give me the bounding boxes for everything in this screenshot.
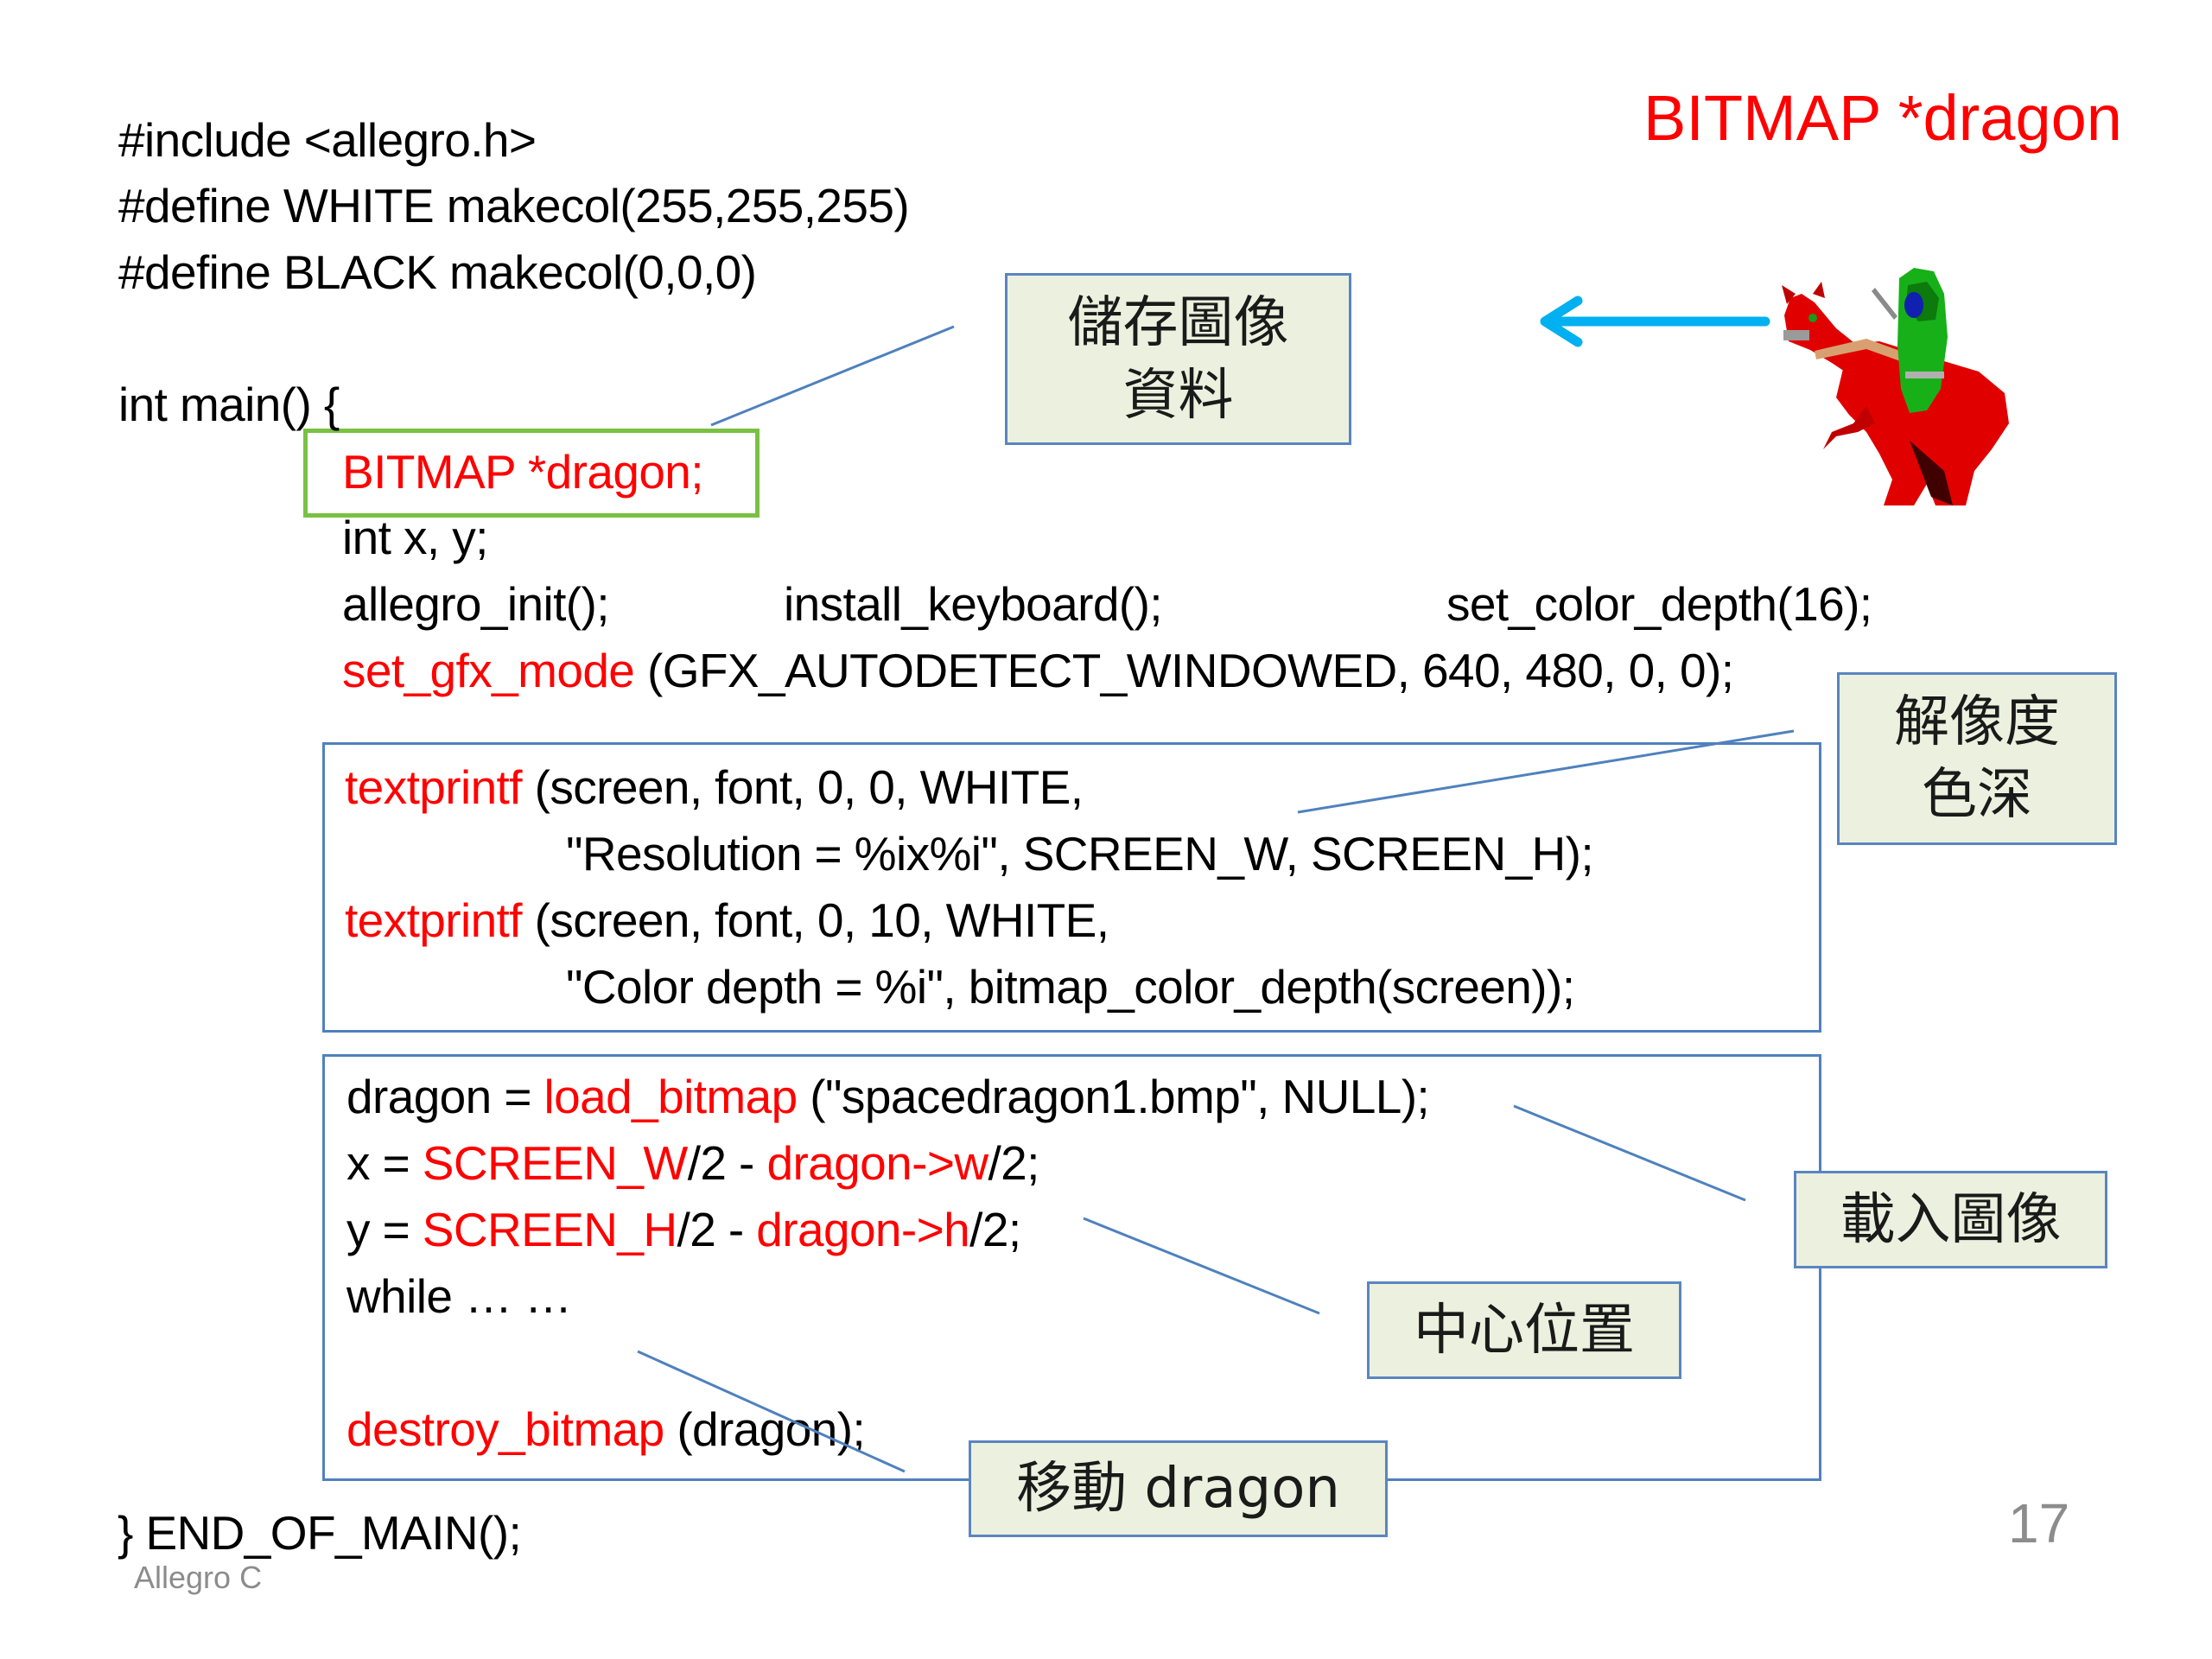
code-set-gfx-mode: set_gfx_mode (GFX_AUTODETECT_WINDOWED, 6…: [342, 638, 1734, 704]
callout-store-image-line2: 資料: [1122, 363, 1234, 428]
y-prefix: y =: [346, 1203, 423, 1256]
code-load-bitmap: dragon = load_bitmap ("spacedragon1.bmp"…: [346, 1064, 1430, 1130]
callout-move-dragon: 移動 dragon: [969, 1440, 1388, 1537]
x-prefix: x =: [346, 1136, 423, 1190]
bitmap-decl-highlight: [303, 429, 760, 518]
screen-w: SCREEN_W: [422, 1136, 689, 1190]
callout-resolution-depth: 解像度 色深: [1837, 672, 2117, 845]
code-allegro-init: allegro_init();: [342, 577, 610, 631]
callout-store-image-line1: 儲存圖像: [1067, 290, 1289, 355]
code-textprintf-2: textprintf (screen, font, 0, 10, WHITE,: [345, 887, 1109, 954]
dragon-w: dragon->w: [766, 1136, 988, 1190]
code-destroy-bitmap: destroy_bitmap (dragon);: [346, 1396, 866, 1463]
y-end: /2;: [969, 1203, 1021, 1256]
textprintf-1-args: (screen, font, 0, 0, WHITE,: [521, 760, 1084, 814]
callout-resolution-line2: 色深: [1922, 763, 2032, 827]
footer-label: Allegro C: [134, 1560, 263, 1595]
page-number: 17: [2008, 1492, 2070, 1554]
code-end-of-main: } END_OF_MAIN();: [118, 1506, 522, 1560]
fn-set-gfx-mode: set_gfx_mode: [342, 644, 635, 697]
fn-destroy-bitmap: destroy_bitmap: [346, 1402, 664, 1456]
code-int-xy: int x, y;: [342, 511, 488, 564]
code-while: while … …: [346, 1269, 572, 1323]
x-mid: /2 -: [687, 1136, 767, 1190]
dragon-h: dragon->h: [756, 1203, 970, 1256]
dragon-rider-sprite-icon: [1782, 268, 2009, 505]
code-define-white: #define WHITE makecol(255,255,255): [118, 179, 910, 232]
code-main-open: int main() {: [118, 378, 340, 431]
fn-load-bitmap: load_bitmap: [543, 1070, 798, 1123]
code-textprintf-1: textprintf (screen, font, 0, 0, WHITE,: [345, 754, 1084, 821]
code-y-center: y = SCREEN_H/2 - dragon->h/2;: [346, 1197, 1021, 1263]
code-install-keyboard: install_keyboard();: [784, 577, 1163, 631]
code-textprintf-2-cont: "Color depth = %i", bitmap_color_depth(s…: [566, 960, 1575, 1014]
x-end: /2;: [988, 1136, 1039, 1190]
screen-h: SCREEN_H: [422, 1203, 677, 1256]
callout-resolution-line1: 解像度: [1894, 690, 2060, 754]
y-mid: /2 -: [677, 1203, 757, 1256]
code-x-center: x = SCREEN_W/2 - dragon->w/2;: [346, 1130, 1039, 1197]
slide-title: BITMAP *dragon: [1643, 82, 2122, 154]
textprintf-2-args: (screen, font, 0, 10, WHITE,: [521, 893, 1109, 947]
destroy-args: (dragon);: [664, 1402, 866, 1456]
callout-center-position: 中心位置: [1367, 1281, 1681, 1379]
code-bitmap-decl: BITMAP *dragon;: [342, 445, 704, 499]
connector-store-image: [710, 325, 955, 427]
load-prefix: dragon =: [346, 1070, 544, 1123]
fn-textprintf: textprintf: [345, 760, 523, 814]
callout-store-image: 儲存圖像 資料: [1005, 273, 1351, 445]
code-include: #include <allegro.h>: [118, 113, 537, 167]
code-define-black: #define BLACK makecol(0,0,0): [118, 245, 757, 299]
callout-load-image: 載入圖像: [1794, 1171, 2107, 1268]
load-args: ("spacedragon1.bmp", NULL);: [797, 1070, 1430, 1123]
arrow-left-icon: [1540, 296, 1770, 347]
code-set-color-depth: set_color_depth(16);: [1446, 577, 1872, 631]
set-gfx-mode-args: (GFX_AUTODETECT_WINDOWED, 640, 480, 0, 0…: [634, 644, 1734, 697]
fn-textprintf: textprintf: [345, 893, 523, 947]
code-textprintf-1-cont: "Resolution = %ix%i", SCREEN_W, SCREEN_H…: [566, 827, 1594, 880]
